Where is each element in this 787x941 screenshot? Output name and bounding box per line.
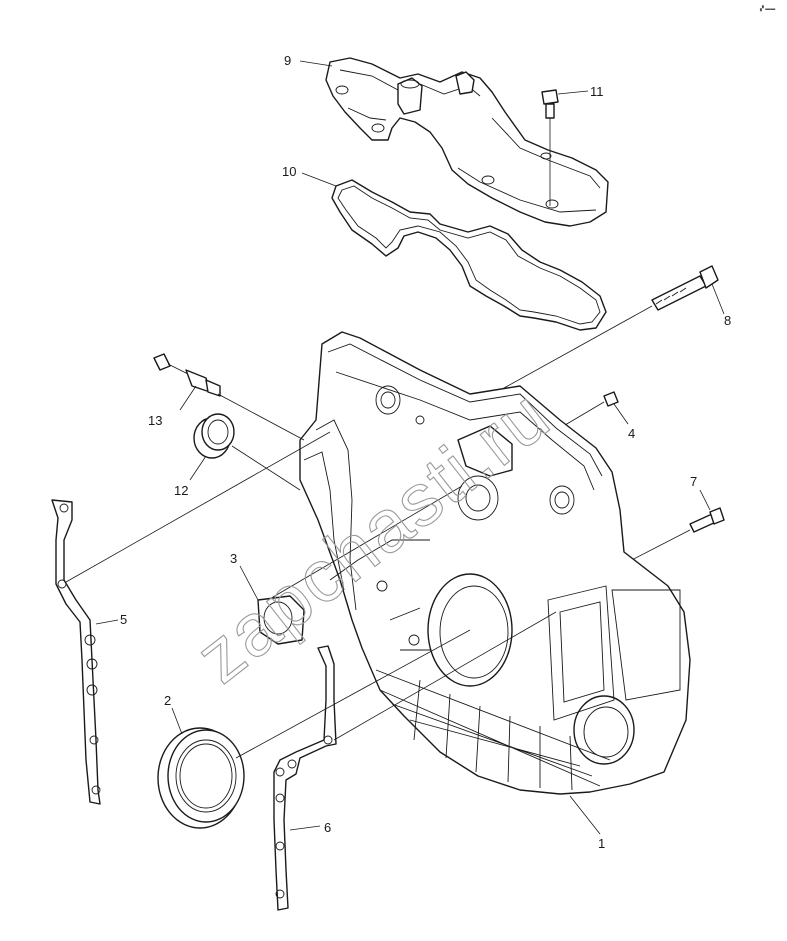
part-11-bolt xyxy=(541,89,559,206)
callout-5: 5 xyxy=(120,612,127,627)
part-6-gasket-strip xyxy=(273,611,557,911)
part-12-plug xyxy=(193,413,301,491)
callout-4: 4 xyxy=(628,426,635,441)
part-8-long-bolt xyxy=(485,265,719,399)
callout-8: 8 xyxy=(724,313,731,328)
callout-10: 10 xyxy=(282,164,296,179)
part-13-sensor xyxy=(153,353,305,441)
callout-13: 13 xyxy=(148,413,162,428)
callout-2: 2 xyxy=(164,693,171,708)
callouts: 9 11 10 8 13 4 12 7 3 5 2 6 1 xyxy=(95,53,731,851)
part-1-flywheel-housing xyxy=(299,331,691,795)
part-4-bolt xyxy=(559,391,619,429)
callout-11: 11 xyxy=(590,84,604,99)
callout-6: 6 xyxy=(324,820,331,835)
callout-1: 1 xyxy=(598,836,605,851)
corner-mark: ▞ ▬▬ xyxy=(759,5,775,12)
callout-9: 9 xyxy=(284,53,291,68)
callout-12: 12 xyxy=(174,483,188,498)
callout-7: 7 xyxy=(690,474,697,489)
callout-3: 3 xyxy=(230,551,237,566)
part-2-crankshaft-seal xyxy=(157,629,471,829)
part-10-cover-gasket xyxy=(331,179,607,331)
part-5-gasket-strip xyxy=(51,431,331,805)
part-3-small-seal xyxy=(257,485,463,645)
part-9-top-cover xyxy=(325,57,609,227)
